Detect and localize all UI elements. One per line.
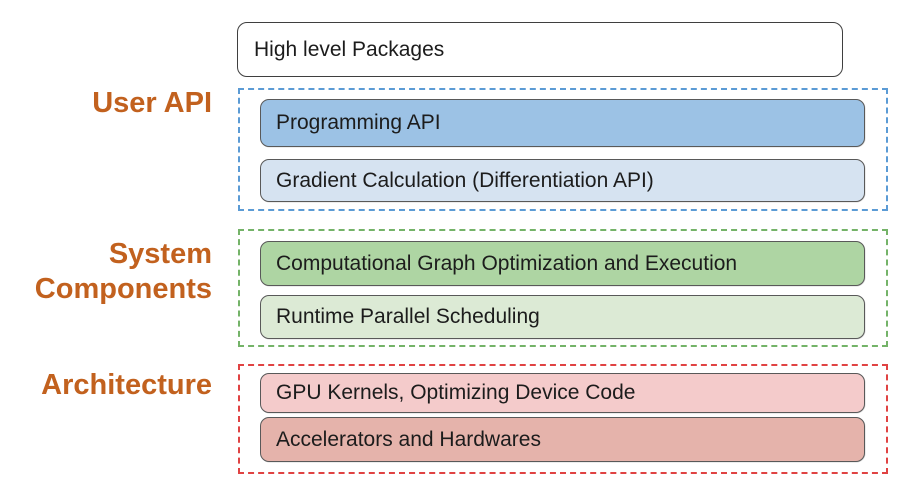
group-frame-system-components	[238, 229, 888, 347]
group-frame-architecture	[238, 364, 888, 474]
layer-box-accelerators-hardwares: Accelerators and Hardwares	[260, 417, 865, 462]
side-label-user-api: User API	[92, 87, 212, 119]
side-label-architecture: Architecture	[41, 369, 212, 401]
layer-box-programming-api: Programming API	[260, 99, 865, 147]
layer-box-gpu-kernels: GPU Kernels, Optimizing Device Code	[260, 373, 865, 413]
layer-box-runtime-parallel-scheduling: Runtime Parallel Scheduling	[260, 295, 865, 339]
high-level-packages-box: High level Packages	[237, 22, 843, 77]
layer-box-computational-graph: Computational Graph Optimization and Exe…	[260, 241, 865, 286]
layer-box-gradient-calculation: Gradient Calculation (Differentiation AP…	[260, 159, 865, 202]
side-label-system-components: System Components	[34, 238, 212, 305]
group-frame-user-api	[238, 88, 888, 211]
